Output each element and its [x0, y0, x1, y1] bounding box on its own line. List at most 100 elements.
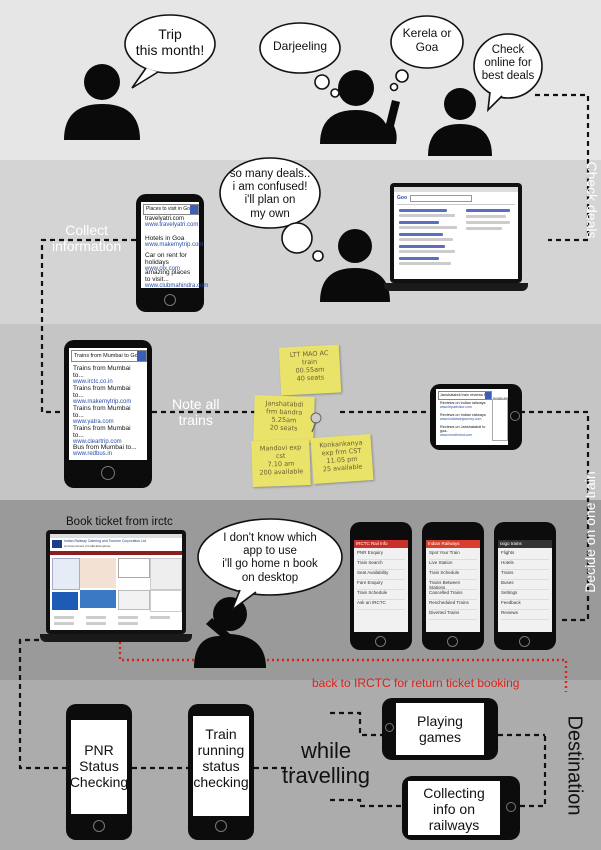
- irctc-name: Indian Railway Catering and Tourism Corp…: [64, 539, 147, 543]
- app-menu-item[interactable]: Feedback: [501, 600, 549, 610]
- home-button[interactable]: [101, 466, 115, 480]
- app-menu-item[interactable]: Trains: [501, 570, 549, 580]
- result-item[interactable]: amazing places to visit...www.clubmahind…: [145, 269, 209, 289]
- laptop-google-search: Goo: [384, 183, 528, 295]
- pnr-text: PNR Status Checking: [69, 742, 129, 791]
- search-box[interactable]: Places to visit in Goa: [143, 204, 199, 215]
- home-button[interactable]: [164, 294, 176, 306]
- result-item[interactable]: Reviews on Janshatabdi to goa..www.mouth…: [440, 425, 486, 437]
- person-icon: [428, 88, 492, 156]
- railways-text: Collecting info on railways: [423, 785, 485, 834]
- search-query: Trains from Mumbai to Goa: [74, 352, 141, 359]
- app-menu-item[interactable]: Train Schedule: [357, 590, 405, 600]
- app-menu-item[interactable]: Live Station: [429, 560, 477, 570]
- app-menu-item[interactable]: Hotels: [501, 560, 549, 570]
- app-menu-item[interactable]: Buses: [501, 580, 549, 590]
- search-query: Places to visit in Goa: [146, 206, 193, 212]
- result-item[interactable]: Trains from Mumbai to...www.makemytrip.c…: [73, 385, 132, 405]
- phone-train-running: Train running status checking: [188, 704, 254, 840]
- app-menu-item[interactable]: Train Schedule: [429, 570, 477, 580]
- home-button[interactable]: [519, 636, 530, 647]
- app-menu-item[interactable]: Rescheduled Trains: [429, 600, 477, 610]
- sticky-note: Mandovi exp cst 7.10 am 200 available: [251, 439, 311, 487]
- phone-app-irctc: IRCTC Rail Info PNR Enquiry Train Search…: [350, 522, 412, 650]
- app-menu-item[interactable]: Spot Your Train: [429, 550, 477, 560]
- bubble-dont-know-text: I don't know which app to use i'll go ho…: [222, 532, 318, 584]
- label-decide-train: Decide on one train: [582, 471, 598, 593]
- sticky-note: Janshatabdi frm bandra 5.25am 20 seats: [253, 394, 315, 444]
- home-button[interactable]: [447, 636, 458, 647]
- label-while-travelling: while travelling: [282, 738, 371, 789]
- google-ads-label: Google ads: [493, 396, 509, 400]
- phone-app-indian-railways: Indian Railways Spot Your Train Live Sta…: [422, 522, 484, 650]
- app-menu-item[interactable]: Settings: [501, 590, 549, 600]
- phone-trains-search: Trains from Mumbai to Goa Trains from Mu…: [64, 340, 152, 488]
- label-back-irctc: back to IRCTC for return ticket booking: [312, 676, 520, 690]
- label-destination: Destination: [563, 715, 586, 816]
- home-button[interactable]: [506, 802, 516, 812]
- app-menu-item[interactable]: Ask an IRCTC: [357, 600, 405, 610]
- label-check-deals: Check deals: [584, 161, 600, 239]
- app-menu-item[interactable]: Train Search: [357, 560, 405, 570]
- bubble-darjeeling-text: Darjeeling: [272, 39, 328, 53]
- home-button[interactable]: [215, 820, 227, 832]
- app-header: IRCTC Rail Info: [354, 540, 408, 548]
- app-menu-item[interactable]: Reviews: [501, 610, 549, 620]
- laptop-lid: Goo: [390, 183, 522, 283]
- home-button[interactable]: [385, 723, 394, 732]
- search-icon[interactable]: [190, 205, 198, 214]
- result-item[interactable]: Trains from Mumbai to...www.yatra.com: [73, 405, 131, 425]
- phone-pnr-status: PNR Status Checking: [66, 704, 132, 840]
- phone-collecting-info: Collecting info on railways: [402, 776, 520, 840]
- app-menu-item[interactable]: Seat Availability: [357, 570, 405, 580]
- search-icon[interactable]: [485, 392, 491, 399]
- person-icon: [320, 229, 390, 302]
- sticky-note: Konkankanya exp frm CST 11.05 pm 25 avai…: [310, 433, 374, 485]
- label-note-trains: Note all trains: [172, 396, 220, 428]
- home-button[interactable]: [93, 820, 105, 832]
- search-icon[interactable]: [137, 351, 146, 361]
- app-menu-item[interactable]: Flights: [501, 550, 549, 560]
- person-icon: [64, 64, 140, 140]
- label-collect-info: Collect information: [52, 222, 122, 254]
- result-item[interactable]: Bus from Mumbai to...www.redbus.in: [73, 444, 137, 457]
- search-box[interactable]: Trains from Mumbai to Goa: [71, 350, 147, 362]
- phone-janshatabdi-reviews: Janshatabdi train reviews fr Google ads …: [430, 384, 522, 450]
- result-item[interactable]: Trains from Mumbai to...www.irctc.co.in: [73, 365, 131, 385]
- app-menu-item[interactable]: PNR Enquiry: [357, 550, 405, 560]
- google-ads-box: Google ads: [492, 396, 509, 441]
- search-box[interactable]: Janshatabdi train reviews fr: [438, 391, 492, 400]
- laptop-screen: Goo: [394, 187, 518, 279]
- home-button[interactable]: [375, 636, 386, 647]
- app-menu-item[interactable]: Diverted Trains: [429, 610, 477, 620]
- app-menu-item[interactable]: Trains Between Stations: [429, 580, 477, 590]
- bubble-kerela-text: Kerela or Goa: [402, 26, 452, 54]
- result-item[interactable]: Trains from Mumbai to...www.cleartrip.co…: [73, 425, 131, 445]
- laptop-lid: Indian Railway Catering and Tourism Corp…: [46, 530, 186, 634]
- train-running-text: Train running status checking: [193, 726, 249, 791]
- app-header: Indian Railways: [426, 540, 480, 548]
- laptop-base: [40, 634, 192, 642]
- home-button[interactable]: [510, 411, 520, 421]
- bubble-confused-text: so many deals.. i am confused! i'll plan…: [229, 168, 311, 220]
- games-text: Playing games: [417, 713, 463, 746]
- app-menu-item[interactable]: Cancelled Trains: [429, 590, 477, 600]
- app-menu-item[interactable]: Fare Enquiry: [357, 580, 405, 590]
- irctc-screen: Indian Railway Catering and Tourism Corp…: [50, 534, 182, 630]
- app-header: Ixigo trains: [498, 540, 552, 548]
- irctc-sub: (A Government of India Enterprise): [64, 544, 111, 548]
- search-query: Janshatabdi train reviews fr: [440, 393, 487, 397]
- person-icon: [320, 70, 400, 144]
- laptop-irctc: Indian Railway Catering and Tourism Corp…: [40, 530, 192, 644]
- sticky-note: LTT MAO AC train 00.55am 40 seats: [278, 344, 342, 396]
- bubble-check-text: Check online for best deals: [481, 44, 535, 83]
- thumbtack-icon: [310, 412, 322, 433]
- phone-app-ixigo: Ixigo trains Flights Hotels Trains Buses…: [494, 522, 556, 650]
